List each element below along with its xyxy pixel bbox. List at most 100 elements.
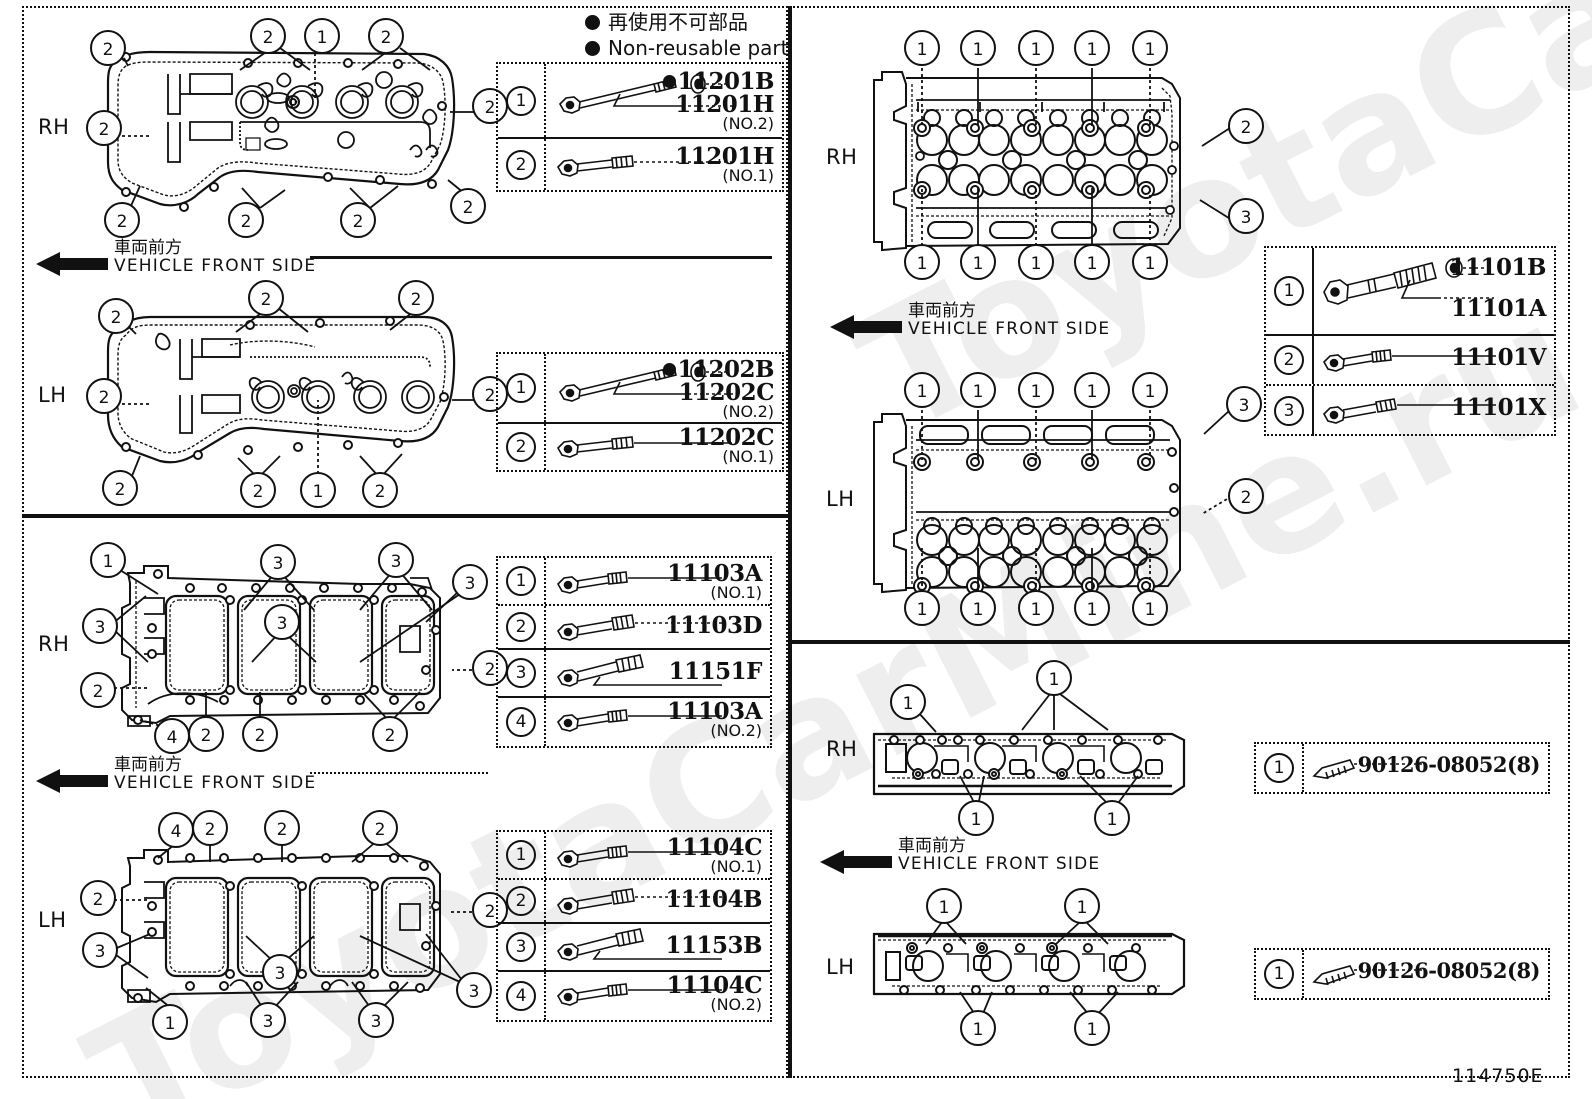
- bolt-icon: [557, 888, 722, 915]
- svg-text:2: 2: [115, 480, 126, 500]
- part-name: 11101B 11101A: [1449, 254, 1547, 322]
- svg-text:2: 2: [201, 726, 212, 746]
- svg-text:1: 1: [1087, 254, 1098, 274]
- svg-text:1: 1: [917, 600, 928, 620]
- left-arrow-icon: [820, 850, 892, 874]
- svg-text:1: 1: [1107, 810, 1118, 830]
- table-row[interactable]: 3 11101X: [1266, 386, 1554, 436]
- table-90126-rh: 1 90126-08052(8): [1254, 742, 1550, 794]
- side-label-rh-cover: RH: [38, 115, 70, 139]
- bolt-icon: [557, 436, 732, 458]
- bolt-icon: [557, 155, 732, 177]
- svg-text:1: 1: [1031, 254, 1042, 274]
- part-name: 11103A (NO.2): [667, 698, 762, 740]
- svg-text:2: 2: [485, 902, 496, 922]
- bolt-icon: [557, 571, 722, 594]
- row-body: 11101B 11101A: [1314, 248, 1554, 334]
- table-row[interactable]: 4 11104C (NO.2): [498, 972, 770, 1020]
- table-row[interactable]: 3 11151F: [498, 650, 770, 698]
- head-bolt-and-washer-icon: [1323, 258, 1494, 305]
- table-row[interactable]: 2 11103D: [498, 606, 770, 650]
- callouts-head-lh: 1 1 1 1 1 3 2 1 1 1 1 1: [860, 362, 1264, 626]
- svg-text:2: 2: [485, 98, 496, 118]
- front-side-rule-block: [310, 772, 488, 774]
- svg-text:2: 2: [205, 820, 216, 840]
- table-row[interactable]: 2 11202C (NO.1): [498, 424, 782, 470]
- stud-bolt-icon: [1312, 759, 1422, 780]
- document-code: 114750E: [1452, 1065, 1544, 1087]
- svg-text:2: 2: [375, 482, 386, 502]
- svg-text:3: 3: [371, 1012, 382, 1032]
- table-11104: 1 11104C (NO.1): [496, 830, 772, 1022]
- row-body: 11201B 11201H (NO.2): [546, 64, 782, 137]
- panel-divider-vertical-center: [788, 6, 792, 1078]
- vehicle-front-side-cover: 車両前方 VEHICLE FRONT SIDE: [36, 239, 315, 284]
- svg-text:1: 1: [917, 382, 928, 402]
- table-11202: 1: [496, 352, 784, 472]
- svg-text:3: 3: [465, 574, 476, 594]
- left-arrow-icon: [830, 315, 902, 339]
- table-row[interactable]: 2 11101V: [1266, 336, 1554, 386]
- table-row[interactable]: 1 11103A (NO.1): [498, 558, 770, 606]
- svg-text:1: 1: [317, 28, 328, 48]
- table-row[interactable]: 1 90126-08052(8): [1256, 950, 1548, 998]
- table-row[interactable]: 4 11103A (NO.2): [498, 698, 770, 746]
- callouts-sideview-rh: 1 1 1 1: [860, 650, 1200, 836]
- table-row[interactable]: 3 11153B: [498, 924, 770, 972]
- part-name: 11202C (NO.1): [678, 424, 775, 466]
- callouts-cover-rh: 2 2 1 2 2 2 2 2 2 2: [40, 8, 510, 248]
- nonreusable-marker: [662, 363, 676, 376]
- row-body: 11103A (NO.1): [546, 558, 770, 604]
- row-index: 2: [498, 139, 546, 190]
- table-row[interactable]: 2 11201H (NO.1): [498, 139, 782, 190]
- row-index: 2: [1266, 336, 1314, 384]
- side-label-rh-head: RH: [826, 145, 858, 169]
- svg-text:2: 2: [381, 28, 392, 48]
- svg-text:1: 1: [1077, 898, 1088, 918]
- row-body: 11104B: [546, 880, 770, 922]
- svg-text:1: 1: [1145, 600, 1156, 620]
- table-row[interactable]: 1: [498, 354, 782, 424]
- table-row[interactable]: 1: [1266, 248, 1554, 336]
- table-row[interactable]: 1 11104C (NO.1): [498, 832, 770, 880]
- table-row[interactable]: 2 11104B: [498, 880, 770, 924]
- part-name: 11101X: [1451, 394, 1546, 421]
- svg-text:4: 4: [167, 728, 178, 748]
- table-row[interactable]: 1 90126-08052(8): [1256, 744, 1548, 792]
- svg-text:2: 2: [485, 386, 496, 406]
- stud-bolt-icon: [1312, 965, 1422, 986]
- diagram-sideview-lh: [872, 928, 1192, 1008]
- front-side-label-en: VEHICLE FRONT SIDE: [908, 318, 1111, 339]
- row-body: 11103D: [546, 606, 770, 648]
- svg-text:2: 2: [111, 308, 122, 328]
- filled-circle-icon: [585, 40, 600, 56]
- svg-text:2: 2: [1241, 488, 1252, 508]
- table-11101: 1: [1264, 246, 1556, 436]
- front-side-label-en: VEHICLE FRONT SIDE: [114, 255, 317, 276]
- svg-text:1: 1: [103, 552, 114, 572]
- panel-divider-horizontal-left: [22, 514, 788, 518]
- table-row[interactable]: 1: [498, 64, 782, 139]
- row-index: 3: [498, 650, 546, 696]
- callouts-block-rh: 1 3 3 3 3 3 2 2 2 2 2 4: [60, 522, 510, 762]
- legend-row-en: Non-reusable part: [585, 38, 788, 58]
- svg-text:2: 2: [277, 820, 288, 840]
- table-11103: 1 11103A (NO.1): [496, 556, 772, 748]
- bolt-icon: [557, 614, 722, 641]
- svg-text:1: 1: [917, 254, 928, 274]
- svg-text:2: 2: [261, 290, 272, 310]
- part-name: 11104B: [665, 886, 763, 913]
- svg-text:1: 1: [1087, 1020, 1098, 1040]
- part-name: 11104C (NO.1): [666, 834, 763, 876]
- svg-text:1: 1: [1031, 382, 1042, 402]
- row-body: 11104C (NO.1): [546, 832, 770, 878]
- legend-label-en: Non-reusable part: [608, 36, 789, 60]
- part-name: 11103D: [665, 612, 762, 639]
- table-11201: 1: [496, 62, 784, 192]
- svg-text:1: 1: [1145, 382, 1156, 402]
- bolt-icon: [1323, 349, 1496, 372]
- long-bolt-icon: [557, 928, 722, 961]
- svg-text:3: 3: [275, 964, 286, 984]
- row-index: 3: [498, 924, 546, 970]
- svg-text:2: 2: [99, 120, 110, 140]
